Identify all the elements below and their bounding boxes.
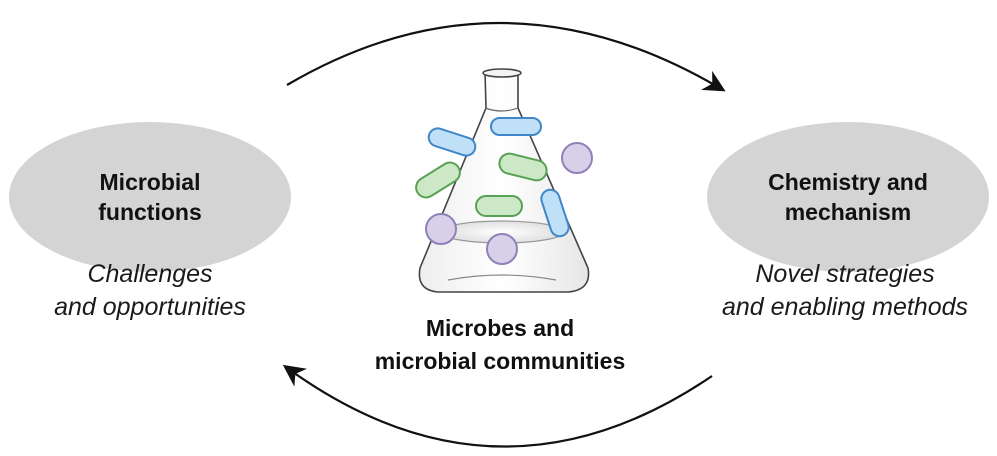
node-left-line2: functions <box>98 199 202 225</box>
microbe-green-1 <box>415 161 461 199</box>
node-right-line2: mechanism <box>784 199 912 225</box>
flask-base-line <box>447 274 557 281</box>
flask-rim <box>482 68 522 78</box>
left-caption-line1: Challenges <box>87 260 213 288</box>
top-arrow <box>286 21 726 92</box>
microbe-blue-2 <box>490 117 542 136</box>
microbe-purple-2 <box>425 213 457 245</box>
chemistry-mechanism-label: Chemistry and mechanism <box>768 167 928 227</box>
center-line1: Microbes and <box>425 315 575 341</box>
microbe-green-2 <box>498 152 548 182</box>
chemistry-mechanism-node: Chemistry and mechanism <box>707 122 989 272</box>
left-caption-line2: and opportunities <box>54 293 246 321</box>
microbial-functions-label: Microbial functions <box>98 167 202 227</box>
right-caption-line1: Novel strategies <box>755 260 935 288</box>
microbe-blue-1 <box>427 127 477 157</box>
right-caption: Novel strategies and enabling methods <box>697 258 993 324</box>
microbial-functions-node: Microbial functions <box>9 122 291 272</box>
center-label: Microbes and microbial communities <box>330 312 670 378</box>
center-line2: microbial communities <box>374 348 626 374</box>
microbe-purple-3 <box>486 233 518 265</box>
flask-neck-ring <box>484 107 519 112</box>
left-caption: Challenges and opportunities <box>20 258 280 324</box>
microbe-purple-1 <box>561 142 593 174</box>
node-right-line1: Chemistry and <box>768 169 928 195</box>
node-left-line1: Microbial <box>99 169 201 195</box>
microbe-blue-3 <box>540 188 570 238</box>
right-caption-line2: and enabling methods <box>721 293 969 321</box>
microbe-green-3 <box>475 195 523 217</box>
bottom-arrow <box>282 364 713 448</box>
